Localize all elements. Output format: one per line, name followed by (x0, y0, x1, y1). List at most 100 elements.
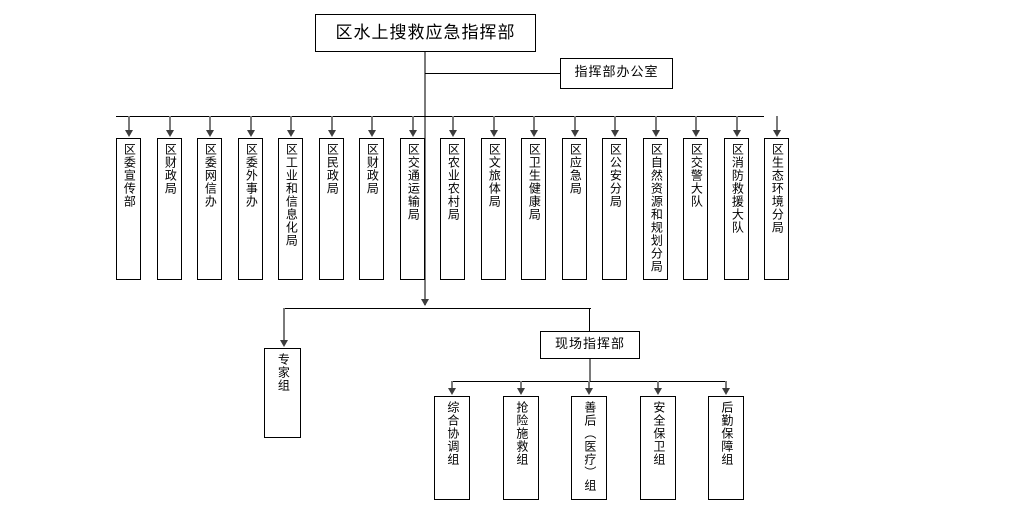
group-node-box[interactable]: 抢险施救组 (503, 396, 539, 500)
group-node-label: 抢险施救组 (514, 401, 529, 466)
connector-department-arrow (124, 130, 133, 137)
department-node-box[interactable]: 区财政局 (157, 138, 182, 280)
connector-department-arrow (205, 130, 214, 137)
connector-department-arrow (732, 130, 741, 137)
experts-node-box[interactable]: 专家组 (264, 348, 301, 438)
connector-department-stem (249, 116, 252, 131)
department-node-box[interactable]: 区文旅体局 (481, 138, 506, 280)
connector-department-arrow (489, 130, 498, 137)
connector-scene-spine (589, 359, 591, 382)
connector-department-stem (127, 116, 130, 131)
office-node-box[interactable]: 指挥部办公室 (560, 58, 673, 89)
connector-department-arrow (367, 130, 376, 137)
connector-department-arrow (529, 130, 538, 137)
department-node-label: 区财政局 (365, 143, 380, 195)
connector-group-arrow (722, 388, 730, 395)
group-node-box[interactable]: 后勤保障组 (708, 396, 744, 500)
group-node-box[interactable]: 综合协调组 (434, 396, 470, 500)
connector-department-arrow (610, 130, 619, 137)
connector-bottom-bus (283, 308, 591, 309)
connector-department-stem (411, 116, 414, 131)
group-node-box[interactable]: 安全保卫组 (640, 396, 676, 500)
department-node-box[interactable]: 区卫生健康局 (521, 138, 546, 280)
department-node-label: 区公安分局 (608, 143, 623, 208)
connector-department-arrow (165, 130, 174, 137)
connector-group-arrow (448, 388, 456, 395)
department-node-label: 区委外事办 (244, 143, 259, 208)
connector-group-stem (725, 381, 727, 389)
department-node-label: 区工业和信息化局 (284, 143, 299, 247)
department-node-label: 区消防救援大队 (730, 143, 745, 234)
department-node-box[interactable]: 区交通运输局 (400, 138, 425, 280)
group-node-label: 安全保卫组 (651, 401, 666, 466)
connector-department-stem (289, 116, 292, 131)
connector-experts-stem (283, 308, 285, 341)
connector-department-stem (168, 116, 171, 131)
department-node-box[interactable]: 区委网信办 (197, 138, 222, 280)
group-node-label: 综合协调组 (445, 401, 460, 466)
connector-group-stem (520, 381, 522, 389)
department-node-label: 区生态环境分局 (770, 143, 785, 234)
group-node-box[interactable]: 善后（医疗）组 (571, 396, 607, 500)
department-node-box[interactable]: 区农业农村局 (440, 138, 465, 280)
connector-group-arrow (517, 388, 525, 395)
department-node-label: 区交警大队 (689, 143, 704, 208)
department-node-box[interactable]: 区消防救援大队 (724, 138, 749, 280)
connector-department-stem (775, 116, 778, 131)
connector-department-stem (370, 116, 373, 131)
connector-department-stem (208, 116, 211, 131)
connector-department-arrow (327, 130, 336, 137)
connector-root-spine-arrow (421, 299, 429, 306)
department-node-box[interactable]: 区民政局 (319, 138, 344, 280)
connector-department-stem (694, 116, 697, 131)
department-node-label: 区委宣传部 (122, 143, 137, 208)
department-node-box[interactable]: 区委宣传部 (116, 138, 141, 280)
connector-department-stem (735, 116, 738, 131)
connector-department-arrow (691, 130, 700, 137)
connector-experts-arrow (280, 340, 288, 347)
connector-department-arrow (246, 130, 255, 137)
connector-department-arrow (772, 130, 781, 137)
connector-department-stem (613, 116, 616, 131)
department-node-label: 区交通运输局 (406, 143, 421, 221)
department-node-box[interactable]: 区交警大队 (683, 138, 708, 280)
connector-department-arrow (570, 130, 579, 137)
connector-department-stem (654, 116, 657, 131)
department-node-box[interactable]: 区委外事办 (238, 138, 263, 280)
department-node-box[interactable]: 区工业和信息化局 (278, 138, 303, 280)
root-node-box[interactable]: 区水上搜救应急指挥部 (315, 14, 536, 52)
department-node-label: 区委网信办 (203, 143, 218, 208)
department-node-label: 区财政局 (163, 143, 178, 195)
connector-department-bus (116, 116, 764, 117)
office-node-label: 指挥部办公室 (574, 65, 659, 81)
department-node-box[interactable]: 区生态环境分局 (764, 138, 789, 280)
connector-group-stem (451, 381, 453, 389)
department-node-label: 区自然资源和规划分局 (649, 143, 664, 273)
connector-department-arrow (408, 130, 417, 137)
department-node-box[interactable]: 区应急局 (562, 138, 587, 280)
experts-node-label: 专家组 (276, 353, 291, 392)
department-node-box[interactable]: 区公安分局 (602, 138, 627, 280)
connector-root-spine (424, 52, 426, 305)
department-node-box[interactable]: 区自然资源和规划分局 (643, 138, 668, 280)
connector-department-stem (330, 116, 333, 131)
department-node-label: 区文旅体局 (487, 143, 502, 208)
connector-department-stem (573, 116, 576, 131)
scene-command-node-label: 现场指挥部 (554, 336, 625, 352)
connector-department-arrow (286, 130, 295, 137)
connector-department-stem (492, 116, 495, 131)
connector-department-stem (532, 116, 535, 131)
department-node-label: 区卫生健康局 (527, 143, 542, 221)
connector-department-arrow (651, 130, 660, 137)
connector-group-arrow (585, 388, 593, 395)
scene-command-node-box[interactable]: 现场指挥部 (540, 331, 640, 359)
connector-group-arrow (654, 388, 662, 395)
department-node-box[interactable]: 区财政局 (359, 138, 384, 280)
group-node-label: 善后（医疗）组 (582, 401, 597, 492)
connector-department-arrow (448, 130, 457, 137)
root-node-label: 区水上搜救应急指挥部 (335, 22, 516, 43)
connector-department-stem (451, 116, 454, 131)
department-node-label: 区农业农村局 (446, 143, 461, 221)
connector-office-horizontal (425, 73, 561, 74)
